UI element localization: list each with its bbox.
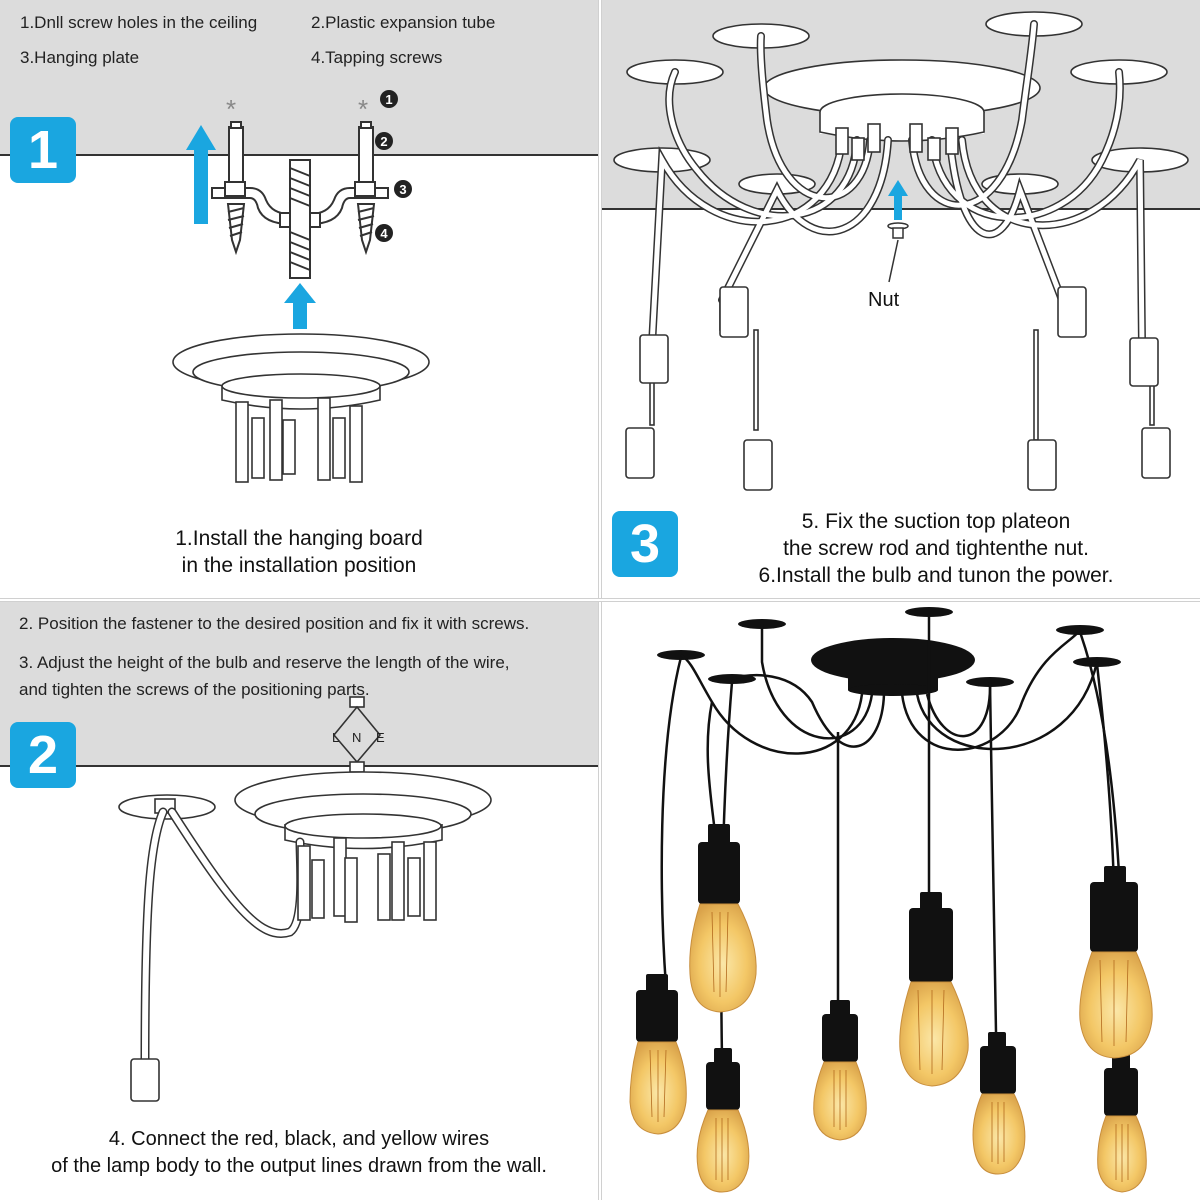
black-canopy [811,638,975,696]
note-position-fastener: 2. Position the fastener to the desired … [19,614,530,633]
step3-badge: 3 [612,511,678,577]
chandelier-illustration [629,607,1153,1193]
step3-illustration: Nut [613,11,1189,491]
screw-rod [289,159,311,279]
caption-line: 6.Install the bulb and tunon the power. [758,564,1114,587]
step3-panel: Nut 3 5. Fix the suction top plateon the… [602,0,1200,598]
note-hanging-plate: 3.Hanging plate [20,48,140,67]
tapping-screw-icon [226,203,376,256]
nut-label: Nut [868,289,900,311]
nut-icon [887,222,909,283]
note-drill-holes: 1.Dnll screw holes in the ceiling [20,13,258,32]
note-tapping-screws: 4.Tapping screws [311,48,443,67]
ceiling-area [0,0,598,156]
asterisk-icon: * [358,94,368,124]
part-number-2: 2 [380,134,387,149]
step2-caption: 4. Connect the red, black, and yellow wi… [0,1126,598,1180]
step3-caption: 5. Fix the suction top plateon the screw… [682,508,1190,589]
caption-line: 4. Connect the red, black, and yellow wi… [108,1128,490,1150]
caption-line: the screw rod and tightenthe nut. [783,537,1089,560]
part-number-1: 1 [385,92,392,107]
caption-line: 5. Fix the suction top plateon [801,510,1071,533]
asterisk-icon: * [226,94,236,124]
wire-stubs [235,397,363,483]
note-expansion-tube: 2.Plastic expansion tube [311,13,496,32]
step1-badge: 1 [10,117,76,183]
chandelier-photo [602,602,1200,1200]
lamp-sockets [636,824,1138,1116]
part-number-4: 4 [380,226,388,241]
note-tighten-screws: and tighten the screws of the positionin… [19,680,370,699]
step2-illustration: L N E [118,696,492,1102]
part-number-markers: 1 2 3 4 [375,90,412,242]
caption-line: 1.Install the hanging board [175,527,423,550]
step1-illustration: * * 1 [172,90,430,483]
wire-label-e: E [376,730,385,745]
canopy [118,771,492,850]
note-adjust-height: 3. Adjust the height of the bulb and res… [19,653,510,672]
caption-line: in the installation position [181,554,417,577]
step2-badge: 2 [10,722,76,788]
step2-panel: 2. Position the fastener to the desired … [0,602,598,1200]
canopy [172,333,430,410]
wire-label-n: N [352,730,361,745]
part-number-3: 3 [399,182,406,197]
up-arrow-icon [186,125,316,329]
edison-bulbs [629,903,1153,1193]
ceiling-area [0,602,598,767]
caption-line: of the lamp body to the output lines dra… [51,1155,547,1177]
lamp-socket [130,1058,160,1102]
up-arrow-icon [888,180,908,220]
step1-caption: 1.Install the hanging board in the insta… [0,525,598,579]
panel-divider-horizontal [0,598,1200,602]
wire-stubs [297,837,437,923]
step1-panel: 1.Dnll screw holes in the ceiling 2.Plas… [0,0,598,598]
wire-label-l: L [332,730,339,745]
